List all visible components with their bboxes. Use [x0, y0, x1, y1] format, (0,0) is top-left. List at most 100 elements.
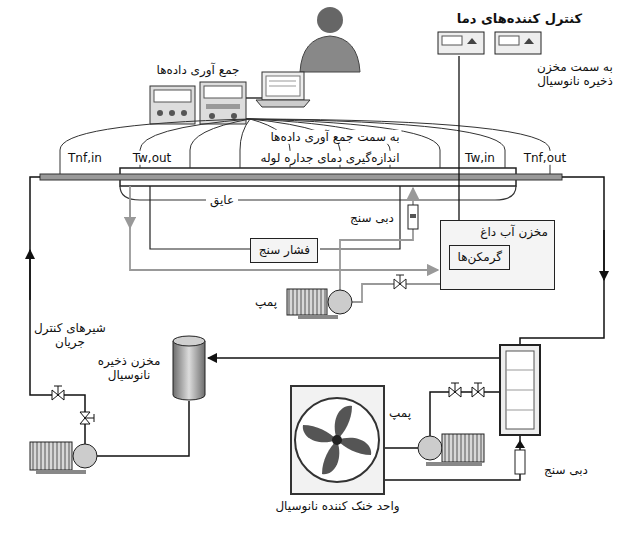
- wire-direction-note: به سمت جمع آوری داده‌ها: [268, 130, 401, 144]
- nanofluid-loop: [603, 230, 605, 280]
- cooling-flowmeter: [515, 440, 525, 448]
- cooling-fan: [290, 385, 385, 495]
- thermocouple-wires: [246, 118, 250, 120]
- nanofluid-loop: [30, 177, 604, 500]
- data-acquisition: جمع آوری داده‌ها: [148, 80, 248, 125]
- pressure-gauge-box: فشار سنج: [250, 238, 318, 263]
- valves-label: شیرهای کنترل جریان: [32, 321, 108, 350]
- data-logger-units: [150, 86, 195, 124]
- temperature-controller-units: [438, 32, 484, 54]
- hot-water-valve: [396, 275, 404, 276]
- heat-exchanger: [506, 351, 534, 429]
- hot-water-pump: [298, 315, 338, 319]
- temperature-controller-units: [438, 32, 541, 54]
- operator-figure: [300, 7, 360, 72]
- thermocouple-wires: [60, 119, 250, 174]
- node-text: گرمکن‌ها: [457, 250, 502, 264]
- insulation-brace: [120, 186, 516, 200]
- flow-control-valves: [85, 418, 94, 419]
- insulation-label: عایق: [208, 193, 236, 207]
- hot-water-pump: [287, 289, 352, 319]
- temperature-symbol: Tw,out: [131, 151, 174, 165]
- data-logger-units: [169, 110, 175, 116]
- temperature-controller-units: [499, 36, 519, 45]
- nanofluid-loop: [29, 250, 31, 300]
- data-logger-units: [209, 113, 215, 119]
- nanofluid-loop: [208, 357, 500, 359]
- data-logger-units: [200, 82, 246, 124]
- nanofluid-pump: [36, 470, 86, 474]
- temperature-controllers: کنترل کننده‌های دما: [436, 30, 543, 56]
- cooling-fan: [337, 438, 371, 455]
- temperature-symbol: Tnf,in: [66, 151, 104, 165]
- laptop: [269, 81, 296, 82]
- flow-control-valves: [54, 386, 62, 387]
- node-text: مخزن ذخیره نانوسیال: [91, 354, 167, 383]
- hot-water-flowmeter: [408, 205, 418, 229]
- node-text: مخزن آب داغ: [480, 225, 548, 239]
- heat-exchanger: [506, 390, 534, 391]
- pressure-taps: [150, 186, 250, 249]
- temperature-controller-units: [467, 38, 477, 44]
- hot-water-loop: [130, 186, 440, 302]
- heat-exchanger: [500, 345, 540, 435]
- cooling-fan: [335, 406, 352, 440]
- flow-control-valves: [58, 386, 59, 395]
- cooling-fan: [303, 425, 337, 442]
- insulation-brace: [238, 186, 516, 200]
- operator-figure: [300, 36, 360, 72]
- nanofluid-pump: [30, 442, 72, 470]
- heat-exchanger: [506, 410, 534, 411]
- thermocouple-wires: [240, 119, 250, 168]
- laptop: [256, 100, 310, 107]
- cooling-pump: [442, 434, 484, 462]
- cooling-fan: [322, 440, 339, 474]
- hot-water-valve: [400, 275, 401, 284]
- hot-water-tank: مخزن آب داغ گرمکن‌ها: [440, 220, 555, 290]
- laptop: [256, 72, 310, 107]
- thermocouple-wires: [190, 119, 250, 168]
- pump-label: پمپ: [387, 406, 413, 420]
- data-logger-units: [181, 110, 187, 116]
- cooling-flowmeter: [515, 440, 525, 474]
- nanofluid-loop: [385, 447, 418, 449]
- cooling-pump: [426, 462, 482, 466]
- operator-figure: [317, 7, 343, 33]
- cooling-valves: [478, 383, 479, 392]
- cooling-pump: [418, 436, 442, 460]
- laptop: [266, 76, 300, 96]
- cooling-valves: [474, 383, 482, 384]
- data-logger-units: [150, 82, 262, 124]
- node-text: جمع آوری داده‌ها: [157, 63, 240, 77]
- tank-body: [173, 341, 205, 400]
- node-text: فشار سنج: [258, 243, 310, 257]
- thermocouple-wires: [60, 119, 550, 174]
- temperature-controller-units: [495, 32, 541, 54]
- hot-water-pump: [328, 290, 352, 314]
- tank-lid: [173, 336, 205, 346]
- cooling-fan: [332, 435, 342, 445]
- cooling-valves: [455, 383, 456, 392]
- data-logger-units: [204, 86, 242, 98]
- test-section: [40, 168, 562, 186]
- cooling-flowmeter: [515, 450, 525, 474]
- nanofluid-storage-tank: مخزن ذخیره نانوسیال: [172, 335, 206, 401]
- temperature-controller-units: [524, 38, 534, 44]
- data-logger-units: [154, 90, 191, 102]
- cooling-unit: واحد خنک کننده نانوسیال: [290, 385, 385, 495]
- data-logger-units: [246, 97, 262, 99]
- tank-outline: [172, 335, 206, 401]
- cooling-fan: [295, 398, 379, 482]
- data-logger-units: [157, 110, 163, 116]
- temperature-symbol: Tnf,out: [522, 151, 569, 165]
- cooling-valves: [449, 383, 484, 397]
- cooling-pump: [418, 434, 484, 466]
- thermocouple-wires: [250, 119, 550, 174]
- direction-note: به سمت مخزن ذخیره نانوسیال: [523, 60, 627, 89]
- flow-control-valves: [94, 414, 95, 422]
- flowmeter-label: دبی سنج: [348, 211, 396, 225]
- laptop: [262, 72, 304, 100]
- data-logger-units: [231, 113, 237, 119]
- heat-exchanger: [500, 345, 540, 435]
- hot-water-pump: [287, 289, 327, 315]
